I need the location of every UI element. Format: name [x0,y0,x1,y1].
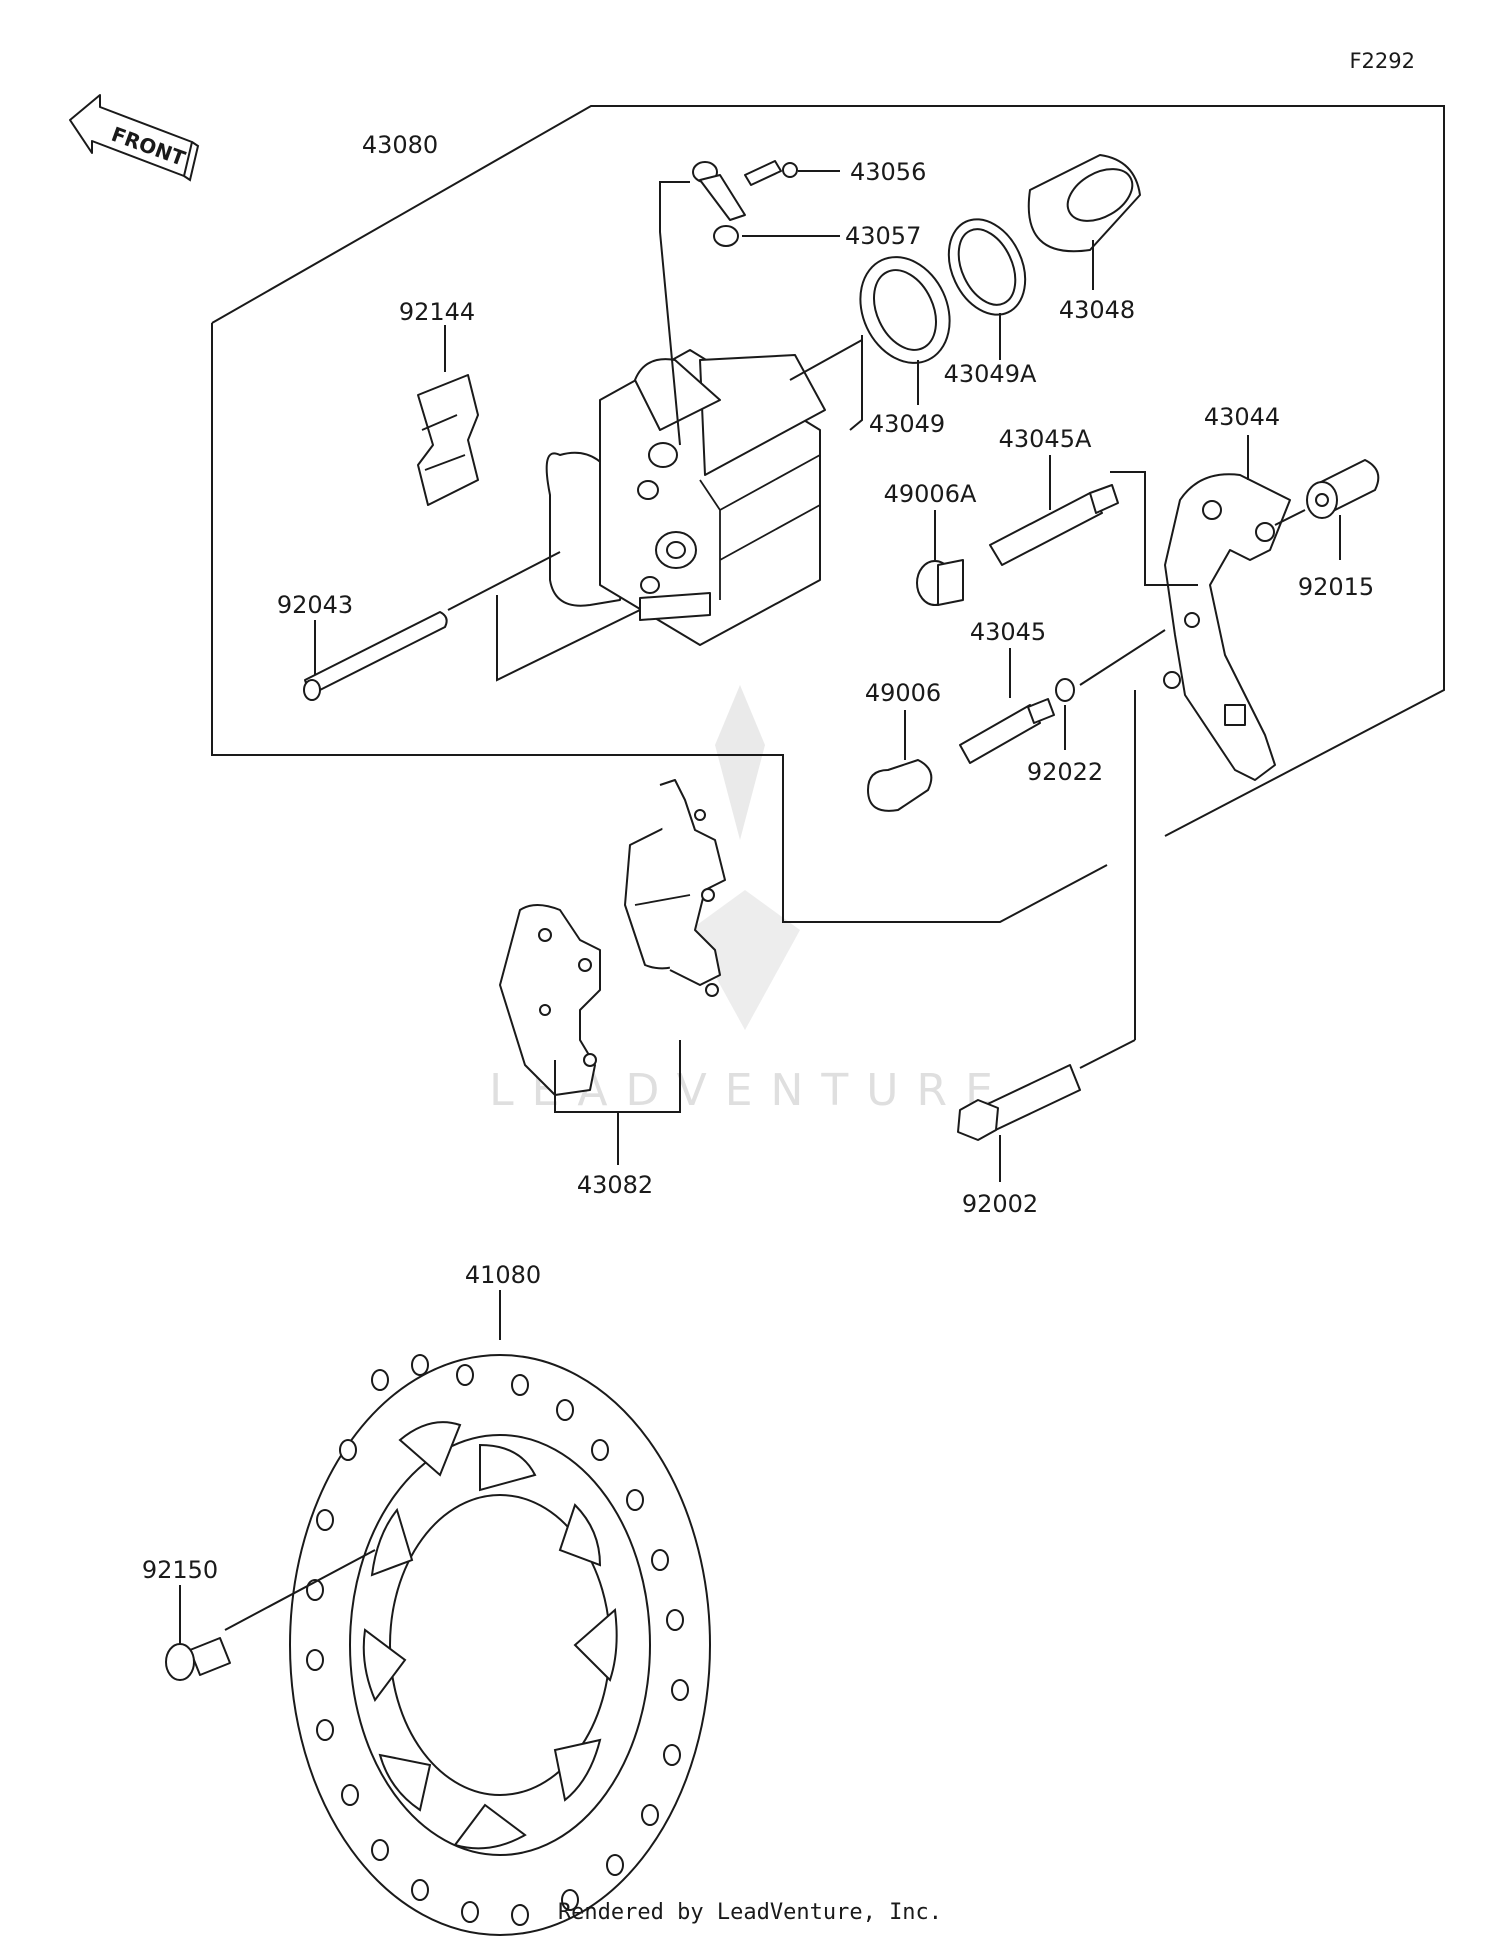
caliper-bracket [1110,435,1291,781]
part-labels: 43080 43056 43057 43048 92144 43049A 430… [142,131,1374,1584]
label-43057: 43057 [845,222,921,250]
label-43049A: 43049A [944,360,1037,388]
label-41080: 41080 [465,1261,541,1289]
mounting-bolt [957,690,1136,1182]
pin-boot [867,710,933,812]
caliper-pin [303,551,641,701]
circlip [1055,629,1166,750]
label-92144: 92144 [399,298,475,326]
label-43056: 43056 [850,158,926,186]
label-43082: 43082 [577,1171,653,1199]
brake-disc [224,1290,711,1936]
credit-footer: Rendered by LeadVenture, Inc. [557,1900,943,1925]
label-92022: 92022 [1027,758,1103,786]
bleeder-valve [744,160,840,186]
slide-pin-a [989,455,1119,566]
label-43044: 43044 [1204,403,1280,431]
dust-seal [947,218,1027,360]
label-92015: 92015 [1298,573,1374,601]
disc-cutouts [362,1421,618,1850]
caliper-body [545,349,826,646]
label-43045A: 43045A [999,425,1092,453]
bleeder-cap [659,161,840,446]
label-92043: 92043 [277,591,353,619]
label-92002: 92002 [962,1190,1038,1218]
watermark-logo: LEADVENTURE [489,685,993,1116]
pad-spring [417,325,479,506]
label-49006A: 49006A [884,480,977,508]
label-43080: 43080 [362,131,438,159]
diagram-id: F2292 [1349,49,1415,73]
disc-vent-holes [306,1354,689,1926]
slide-pin [959,648,1055,764]
label-43045: 43045 [970,618,1046,646]
front-arrow-icon: FRONT [69,94,200,182]
label-43048: 43048 [1059,296,1135,324]
brake-pads [499,779,726,1165]
label-92150: 92150 [142,1556,218,1584]
caliper-assembly-outline [211,105,1445,923]
label-49006: 49006 [865,679,941,707]
disc-screw [165,1585,231,1681]
collar [1274,459,1380,560]
label-43049: 43049 [869,410,945,438]
pin-boot-a [916,510,964,606]
piston [1027,154,1141,290]
piston-seal [789,256,951,431]
